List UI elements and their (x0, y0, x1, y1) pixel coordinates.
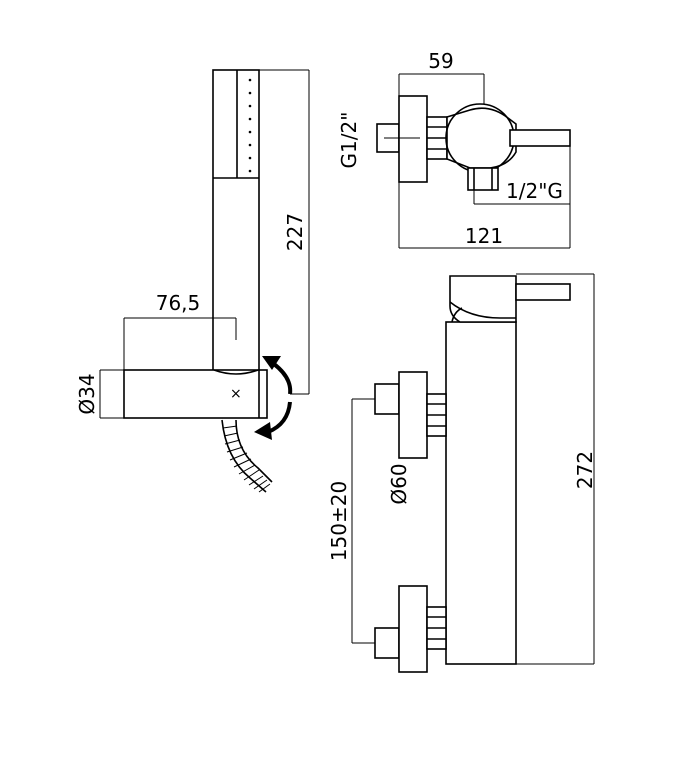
dimension-34: Ø34 (75, 369, 124, 419)
dimension-227: 227 (259, 69, 310, 395)
holder-axis-mark: × (230, 386, 242, 402)
mixer-body-top (446, 107, 517, 169)
hand-shower-view: × 227 76,5 (75, 69, 310, 493)
mixer-lever (509, 129, 571, 147)
rotate-arrow-icon (262, 356, 293, 395)
dimension-label: 227 (283, 213, 307, 251)
wall-holder (123, 369, 268, 419)
mixer-front-view: 150±20 Ø60 272 (327, 273, 597, 673)
dimension-76-5: 76,5 (123, 291, 237, 370)
shower-hose (221, 419, 273, 493)
holder-seat-curve (213, 369, 259, 375)
dimension-label: 76,5 (156, 291, 201, 315)
dimension-150: 150±20 (327, 398, 375, 644)
dimension-label: Ø60 (387, 463, 411, 504)
wall-flange (398, 95, 428, 183)
mixer-top-view: 59 G1/2" 1/2"G 121 (337, 49, 571, 249)
mixer-body (445, 321, 517, 665)
rotate-arrow-icon (254, 401, 292, 440)
outlet-thread-callout: 1/2"G (473, 179, 570, 205)
dimension-label: Ø34 (75, 373, 99, 414)
dimension-label: 272 (573, 451, 597, 489)
dimension-272: 272 (516, 273, 597, 665)
spray-nozzles (248, 78, 252, 173)
dimension-label: 59 (428, 49, 453, 73)
dimension-121: 121 (398, 146, 571, 249)
upper-inlet-pipe (374, 383, 400, 415)
thread-label: 1/2"G (506, 179, 563, 203)
thread-label: G1/2" (337, 112, 361, 169)
lower-inlet-pipe (374, 627, 400, 659)
lower-flange (398, 585, 428, 673)
dimension-59: 59 (398, 49, 485, 104)
mixer-head (449, 275, 517, 323)
upper-flange (398, 371, 428, 459)
outlet-connector (467, 167, 499, 191)
dimension-label: 150±20 (327, 481, 351, 561)
mixer-lever-front (515, 283, 571, 301)
dimension-label: 121 (465, 224, 503, 248)
